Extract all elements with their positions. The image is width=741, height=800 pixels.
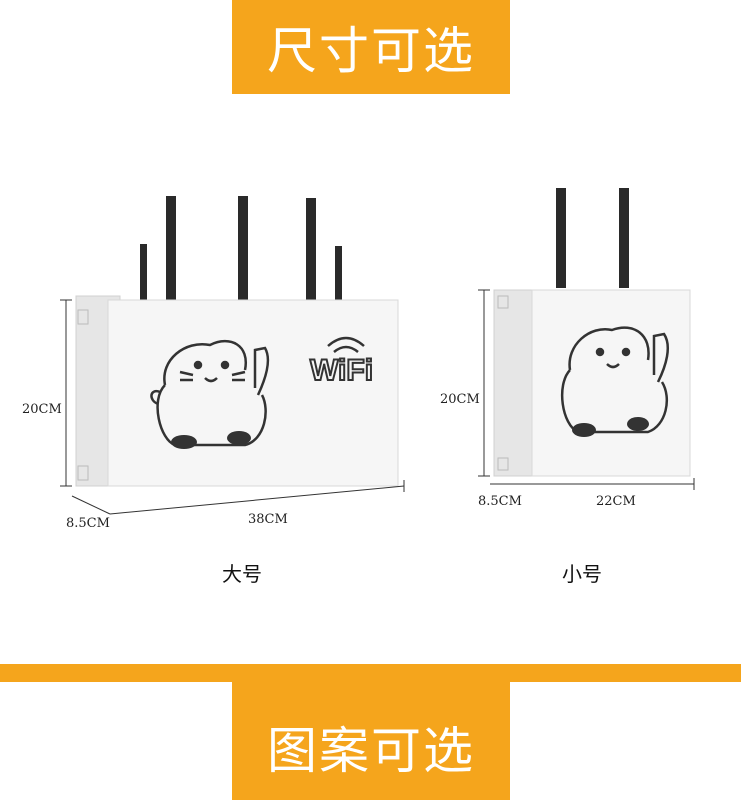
large-box-front [107,299,399,487]
antenna [556,188,566,288]
product-illustration: WiFi [60,188,695,515]
wifi-badge: WiFi [310,354,373,387]
small-depth-label: 8.5CM [478,494,522,509]
antenna [238,196,248,300]
header-bar: 尺寸可选 [0,0,741,96]
small-box-group [478,188,695,490]
header-banner: 尺寸可选 [232,0,510,94]
large-width-label: 38CM [248,512,288,527]
small-box-front [531,289,691,477]
footer-title: 图案可选 [267,722,475,780]
antenna [306,198,316,302]
large-size-caption: 大号 [222,562,262,586]
small-width-label: 22CM [596,494,636,509]
large-box-group: WiFi [60,196,405,515]
cat-cutout [561,326,669,434]
small-size-caption: 小号 [562,562,602,586]
wifi-icon [327,336,365,353]
footer-banner: 图案可选 [232,664,510,800]
antenna [166,196,176,304]
large-height-label: 20CM [22,402,62,417]
large-depth-label: 8.5CM [66,516,110,531]
antenna [619,188,629,288]
cat-cutout [150,339,270,447]
small-height-label: 20CM [440,392,480,407]
antenna [335,246,342,302]
header-title: 尺寸可选 [267,22,475,80]
antenna [140,244,147,304]
